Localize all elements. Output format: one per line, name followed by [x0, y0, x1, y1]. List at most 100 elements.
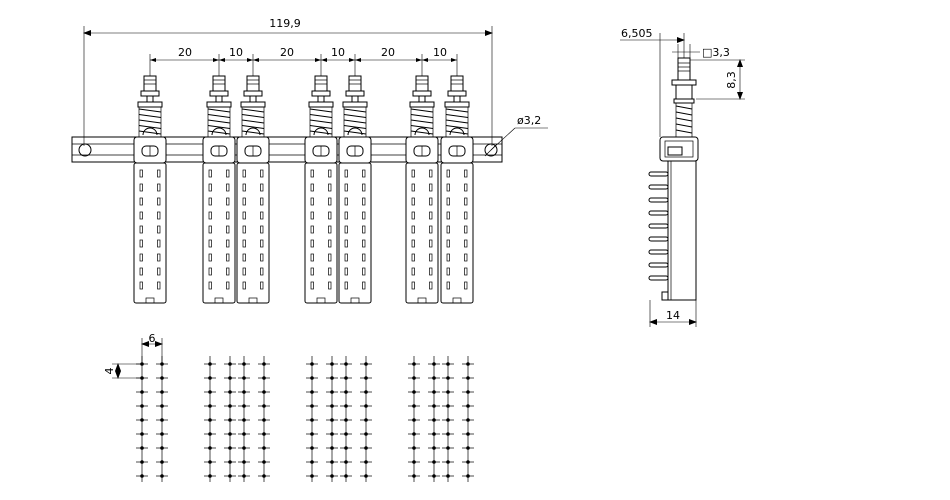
pcb-hole [228, 376, 232, 380]
pcb-hole [262, 362, 266, 366]
pcb-hole [364, 432, 368, 436]
pcb-hole [242, 418, 246, 422]
pcb-hole [446, 362, 450, 366]
dim-pcb-x-label: 6 [149, 332, 156, 345]
pcb-hole [466, 446, 470, 450]
dim-pcb-y-label: 4 [103, 368, 116, 375]
pcb-group [306, 356, 372, 482]
push-switch [202, 75, 236, 304]
pcb-hole [344, 446, 348, 450]
pcb-hole [242, 404, 246, 408]
pcb-hole [242, 460, 246, 464]
pcb-hole [310, 362, 314, 366]
pcb-hole [330, 432, 334, 436]
pcb-hole [412, 418, 416, 422]
pcb-hole [242, 474, 246, 478]
pcb-hole-pattern: 6 4 [103, 332, 474, 482]
pcb-hole [446, 376, 450, 380]
pcb-hole [330, 390, 334, 394]
mounting-hole-left [78, 143, 92, 157]
pcb-hole [160, 418, 164, 422]
pcb-hole [330, 376, 334, 380]
pcb-hole [262, 404, 266, 408]
pcb-hole [412, 362, 416, 366]
push-switch [440, 75, 474, 304]
push-switch [236, 75, 270, 304]
pcb-group [204, 356, 270, 482]
pcb-hole [242, 362, 246, 366]
pcb-hole [208, 404, 212, 408]
pcb-hole [446, 404, 450, 408]
dim-width-label: 14 [666, 309, 680, 322]
pcb-group [408, 356, 474, 482]
switch-array [133, 75, 474, 304]
pcb-hole [140, 404, 144, 408]
pcb-hole [446, 460, 450, 464]
pcb-hole [160, 432, 164, 436]
pcb-hole [310, 460, 314, 464]
push-switch [405, 75, 439, 304]
pcb-hole [432, 404, 436, 408]
pcb-hole [446, 446, 450, 450]
dim-square-label: □3,3 [702, 46, 730, 59]
pcb-hole [140, 446, 144, 450]
pcb-hole [228, 362, 232, 366]
dim-offset-label: 6,505 [621, 27, 653, 40]
pcb-hole [432, 432, 436, 436]
pcb-hole [228, 390, 232, 394]
pcb-hole [140, 460, 144, 464]
pcb-hole [310, 376, 314, 380]
pcb-hole [432, 362, 436, 366]
pcb-hole [412, 474, 416, 478]
pcb-hole [310, 390, 314, 394]
pcb-hole [412, 432, 416, 436]
pcb-hole [466, 390, 470, 394]
pcb-hole [364, 376, 368, 380]
pcb-hole [160, 474, 164, 478]
pcb-hole [446, 432, 450, 436]
pcb-hole [412, 376, 416, 380]
pcb-hole [262, 432, 266, 436]
pcb-hole [262, 418, 266, 422]
pcb-hole [412, 404, 416, 408]
dim-pitch-d: 10 [331, 46, 345, 59]
pcb-hole [262, 376, 266, 380]
pcb-hole [344, 404, 348, 408]
side-pins [648, 171, 669, 281]
top-dimensions: 119,9 20 10 20 10 20 10 ø3,2 [83, 17, 548, 151]
pcb-hole [330, 460, 334, 464]
pcb-hole [446, 474, 450, 478]
pcb-hole [330, 474, 334, 478]
pcb-hole [140, 432, 144, 436]
pcb-group [136, 356, 168, 482]
pcb-hole [330, 446, 334, 450]
pcb-hole [228, 474, 232, 478]
dim-pitch-f: 10 [433, 46, 447, 59]
pcb-hole [466, 404, 470, 408]
pcb-hole [208, 460, 212, 464]
dim-pitch-a: 20 [178, 46, 192, 59]
pcb-hole [208, 446, 212, 450]
pcb-hole [160, 362, 164, 366]
pcb-hole [432, 460, 436, 464]
pcb-hole [228, 404, 232, 408]
dim-pitch-b: 10 [229, 46, 243, 59]
mounting-hole-right [484, 143, 498, 157]
pcb-hole [466, 474, 470, 478]
pcb-hole [466, 376, 470, 380]
pcb-hole [228, 432, 232, 436]
dim-overall-label: 119,9 [269, 17, 301, 30]
dim-pitch-e: 20 [381, 46, 395, 59]
pcb-hole [242, 376, 246, 380]
pcb-hole [412, 460, 416, 464]
push-switch [338, 75, 372, 304]
push-switch [304, 75, 338, 304]
pcb-hole [310, 404, 314, 408]
pcb-hole [466, 432, 470, 436]
pcb-hole [344, 390, 348, 394]
pcb-hole [364, 362, 368, 366]
pcb-hole [466, 362, 470, 366]
pcb-hole [364, 446, 368, 450]
pcb-hole [364, 390, 368, 394]
pcb-hole [364, 418, 368, 422]
